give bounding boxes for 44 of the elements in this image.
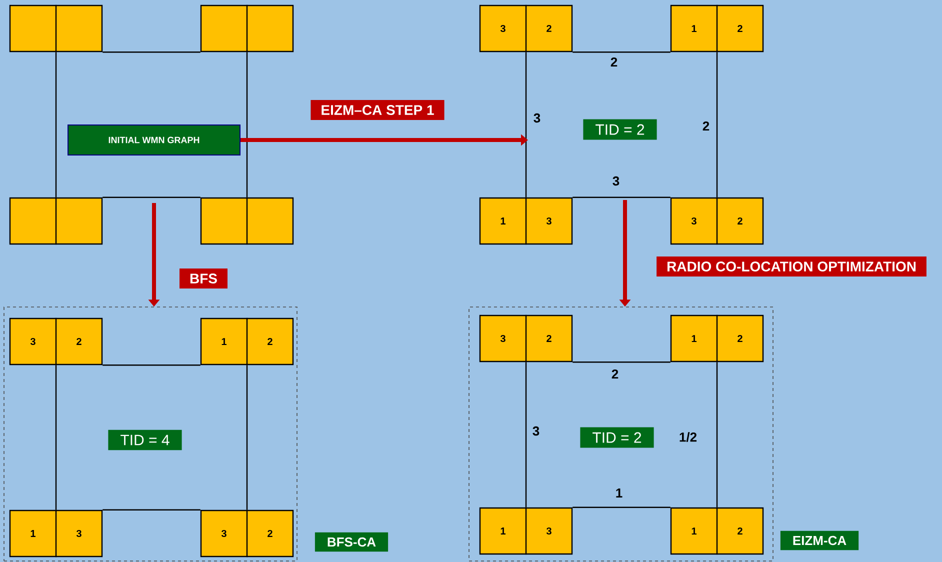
mesh-node [200, 4, 294, 52]
mesh-node: 1 2 [670, 314, 764, 362]
mesh-node: 3 2 [200, 510, 294, 558]
mesh-node: 1 3 [479, 507, 573, 555]
graph-link [55, 52, 57, 198]
edge-label: 1/2 [678, 431, 698, 443]
step-label: BFS [180, 268, 228, 288]
mesh-node [9, 197, 103, 245]
graph-link [572, 196, 670, 198]
mesh-node: 1 2 [670, 4, 764, 52]
dashed-frame [4, 306, 298, 562]
step-label: EIZM–CA STEP 1 [310, 100, 444, 120]
mesh-node: 3 2 [670, 197, 764, 245]
mesh-node: 1 3 [479, 197, 573, 245]
step-label: RADIO CO-LOCATION OPTIMIZATION [656, 256, 926, 276]
graph-link [246, 365, 248, 510]
mesh-node: 1 2 [200, 318, 294, 366]
mesh-node: 3 2 [479, 314, 573, 362]
graph-link [525, 362, 527, 508]
mesh-node [9, 4, 103, 52]
mesh-node [200, 197, 294, 245]
mesh-node: 1 2 [670, 507, 764, 555]
graph-link [572, 506, 670, 508]
graph-link [102, 509, 200, 510]
graph-link [102, 52, 200, 53]
result-label: EIZM-CA [780, 530, 859, 550]
tid-label: TID = 2 [583, 119, 657, 140]
graph-link [102, 196, 200, 198]
dashed-frame [468, 306, 774, 562]
result-label: BFS-CA [314, 532, 388, 552]
mesh-node: 1 3 [9, 510, 103, 558]
mesh-node: 3 2 [479, 4, 573, 52]
tid-label: TID = 2 [580, 427, 654, 448]
graph-link [102, 364, 200, 366]
graph-link [716, 362, 718, 508]
graph-link [716, 52, 718, 198]
mesh-node: 3 2 [9, 318, 103, 366]
graph-link [246, 52, 248, 198]
graph-title-label: INITIAL WMN GRAPH [68, 124, 240, 156]
graph-link [572, 362, 670, 363]
graph-link [572, 52, 670, 53]
graph-link [55, 365, 57, 510]
tid-label: TID = 4 [108, 430, 182, 450]
graph-link [525, 52, 527, 198]
